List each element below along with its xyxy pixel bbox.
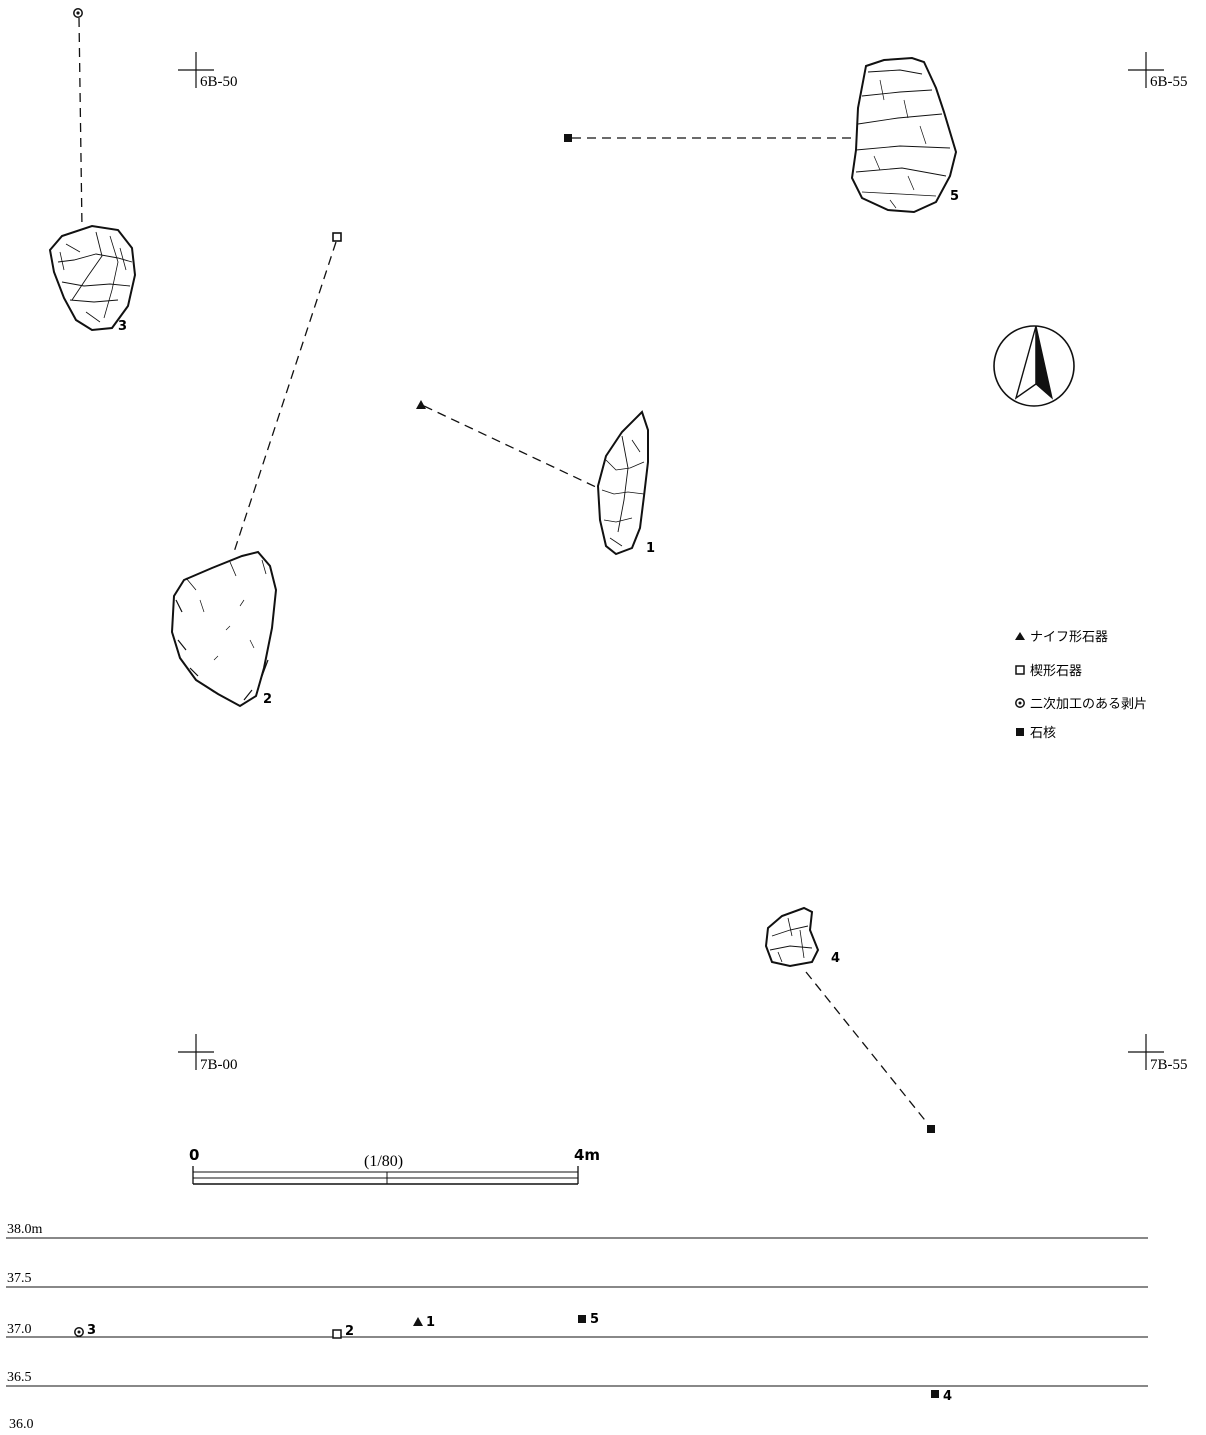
- leader-line-3: [78, 17, 83, 229]
- artifact-3-drawing: [48, 224, 137, 332]
- grid-label-6b-55: 6B-55: [1150, 74, 1188, 90]
- artifact-1-label: 1: [646, 541, 655, 556]
- profile-point-4: 4: [931, 1389, 952, 1404]
- grid-point-6b-55: 6B-55: [1128, 52, 1188, 90]
- elevation-profile: 38.0m 37.5 37.0 36.5 36.0 3 2 1 5 4: [6, 1222, 1148, 1432]
- profile-point-5: 5: [578, 1312, 599, 1327]
- elevation-label-37-5: 37.5: [7, 1271, 32, 1286]
- profile-point-3: 3: [74, 1323, 96, 1338]
- artifact-2-label: 2: [263, 692, 272, 707]
- grid-label-7b-55: 7B-55: [1150, 1057, 1188, 1073]
- scale-bar-end: 4m: [574, 1146, 600, 1164]
- leader-line-2: [233, 241, 337, 553]
- north-arrow-icon: [993, 325, 1075, 407]
- scale-bar: 0 4m (1/80): [189, 1146, 600, 1185]
- scale-bar-start: 0: [189, 1146, 199, 1164]
- grid-label-6b-50: 6B-50: [200, 74, 238, 90]
- profile-point-2-label: 2: [345, 1324, 354, 1339]
- findspot-4: [927, 1125, 935, 1133]
- legend: ナイフ形石器 楔形石器 二次加工のある剥片 石核: [1015, 630, 1147, 741]
- legend-item-retouched: 二次加工のある剥片: [1015, 696, 1147, 712]
- elevation-label-38-0: 38.0m: [7, 1222, 43, 1237]
- profile-point-5-label: 5: [590, 1312, 599, 1327]
- dotted-circle-icon: [1015, 698, 1025, 708]
- profile-point-1-label: 1: [426, 1315, 435, 1330]
- artifact-3-label: 3: [118, 319, 127, 334]
- leader-line-4: [805, 971, 929, 1125]
- artifact-1-drawing: [596, 410, 649, 556]
- filled-square-icon: [1016, 728, 1024, 736]
- elevation-label-37-0: 37.0: [7, 1322, 32, 1337]
- legend-label-wedge: 楔形石器: [1030, 664, 1082, 679]
- scale-bar-ratio: (1/80): [364, 1153, 403, 1170]
- legend-item-knife: ナイフ形石器: [1015, 630, 1108, 645]
- grid-point-7b-55: 7B-55: [1128, 1034, 1188, 1073]
- legend-label-core: 石核: [1030, 726, 1056, 741]
- profile-point-1: 1: [413, 1315, 435, 1330]
- profile-point-2: 2: [332, 1324, 354, 1339]
- grid-label-7b-00: 7B-00: [200, 1057, 238, 1073]
- legend-item-core: 石核: [1016, 726, 1056, 741]
- findspot-5: [564, 134, 572, 142]
- elevation-label-36-0: 36.0: [9, 1417, 34, 1432]
- artifact-5-label: 5: [950, 189, 959, 204]
- artifact-4-drawing: [764, 906, 820, 968]
- artifact-2-drawing: [170, 550, 278, 708]
- legend-item-wedge: 楔形石器: [1015, 664, 1082, 679]
- leader-lines: [78, 17, 929, 1125]
- findspot-3: [73, 8, 83, 18]
- profile-point-4-label: 4: [943, 1389, 952, 1404]
- triangle-icon: [1015, 632, 1025, 640]
- artifact-4-label: 4: [831, 951, 840, 966]
- artifact-5-drawing: [850, 56, 958, 214]
- elevation-label-36-5: 36.5: [7, 1370, 32, 1385]
- leader-line-1: [423, 405, 599, 489]
- open-square-icon: [1015, 665, 1025, 675]
- profile-point-3-label: 3: [87, 1323, 96, 1338]
- findspot-1: [416, 400, 426, 409]
- legend-label-knife: ナイフ形石器: [1030, 630, 1108, 645]
- legend-label-retouched: 二次加工のある剥片: [1030, 696, 1147, 712]
- grid-point-6b-50: 6B-50: [178, 52, 238, 90]
- grid-point-7b-00: 7B-00: [178, 1034, 238, 1073]
- findspot-2: [332, 232, 342, 242]
